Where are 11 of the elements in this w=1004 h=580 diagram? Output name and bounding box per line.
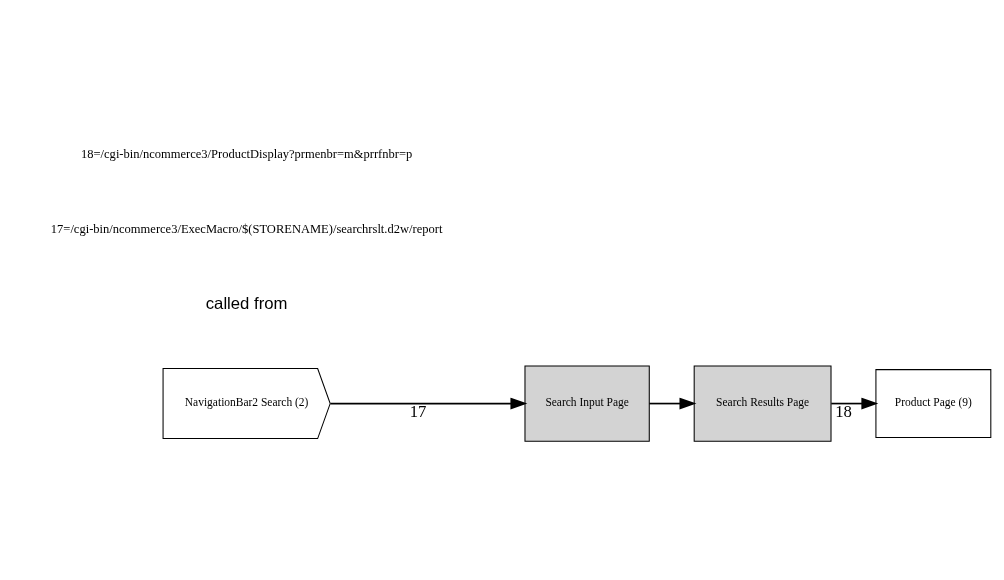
arrow [830,397,879,409]
node-box: Product Page (9) [875,368,992,438]
label: called from [205,293,288,313]
node-box: Search Results Page [693,364,832,442]
label: 18=/cgi-bin/ncommerce3/ProductDisplay?prmenbr=m&prrfnbr=p [81,146,413,161]
label: 17=/cgi-bin/ncommerce3/ExecMacro/$(STORENAME)/searchrslt.d2w/report [50,221,443,236]
node-box: Search Input Page [524,364,650,442]
edge-label: 18 [835,401,852,421]
arrow [648,397,697,409]
arrow [329,397,528,409]
edge-label: 17 [409,401,427,421]
